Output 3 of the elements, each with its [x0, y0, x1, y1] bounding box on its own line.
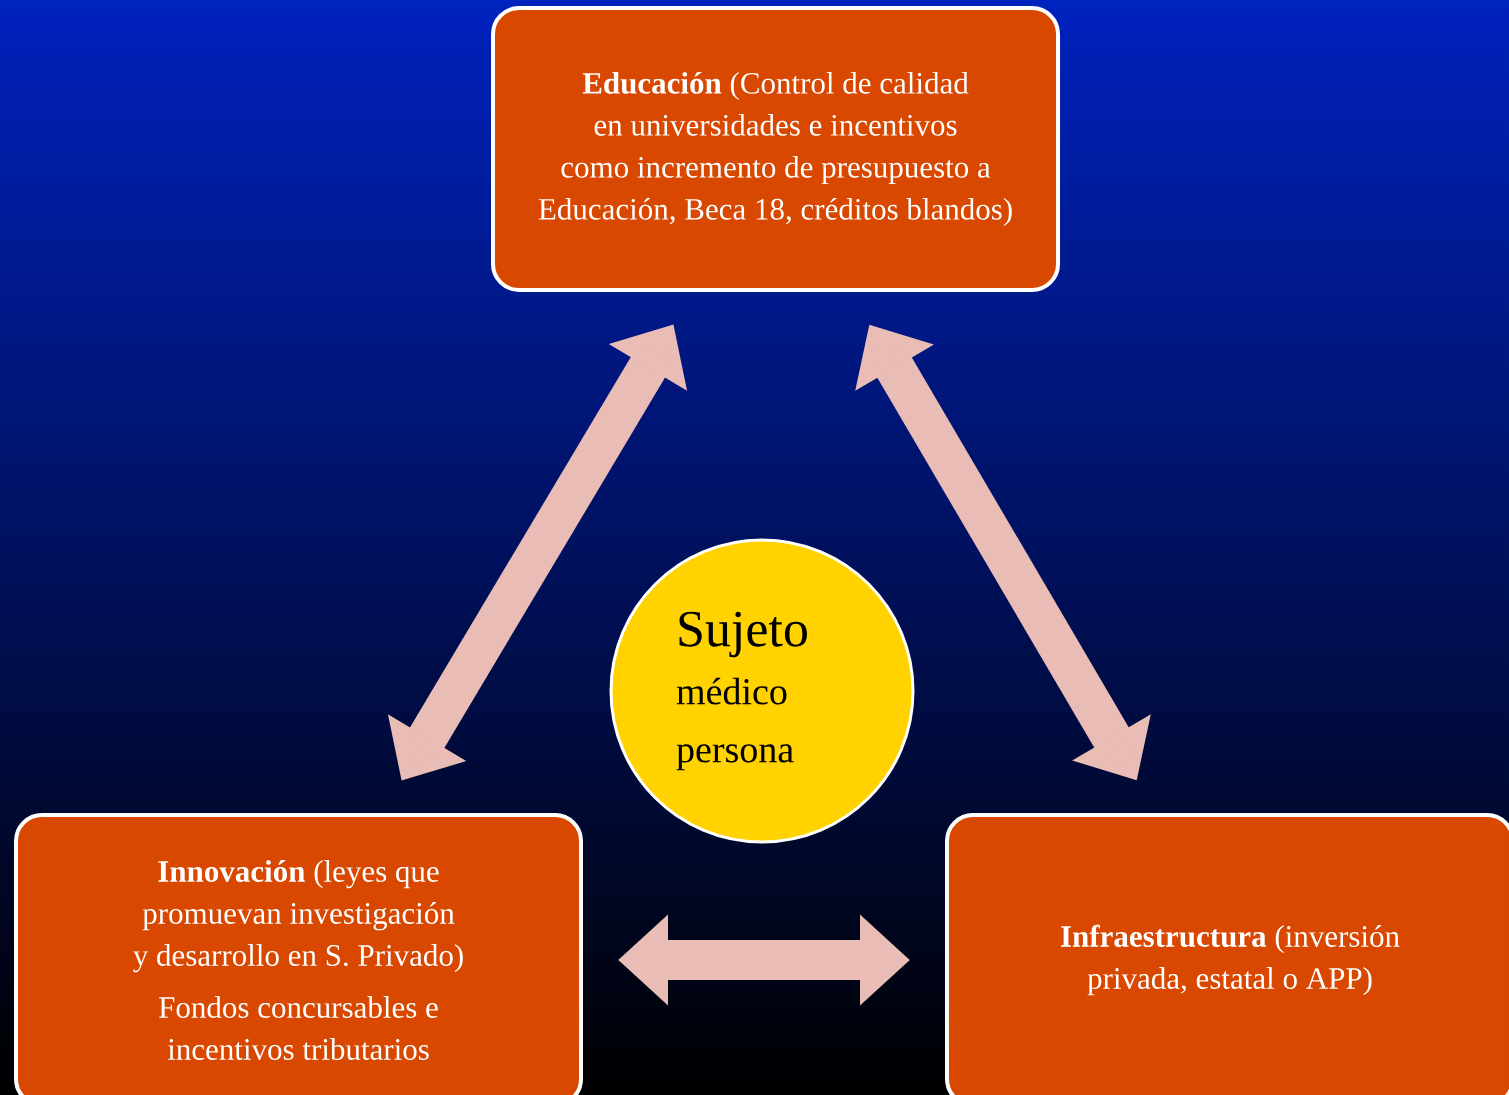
process-box: Educación (Control de calidad en universidades e incentivos como incremento de presupuesto a Educación, Beca 18, créditos blandos) [491, 6, 1060, 292]
process-box: Infraestructura (inversión privada, estatal o APP) [945, 813, 1509, 1095]
process-box: Innovación (leyes que promuevan investigación y desarrollo en S. Privado) Fondos concursables e incentivos tributarios [14, 813, 583, 1095]
